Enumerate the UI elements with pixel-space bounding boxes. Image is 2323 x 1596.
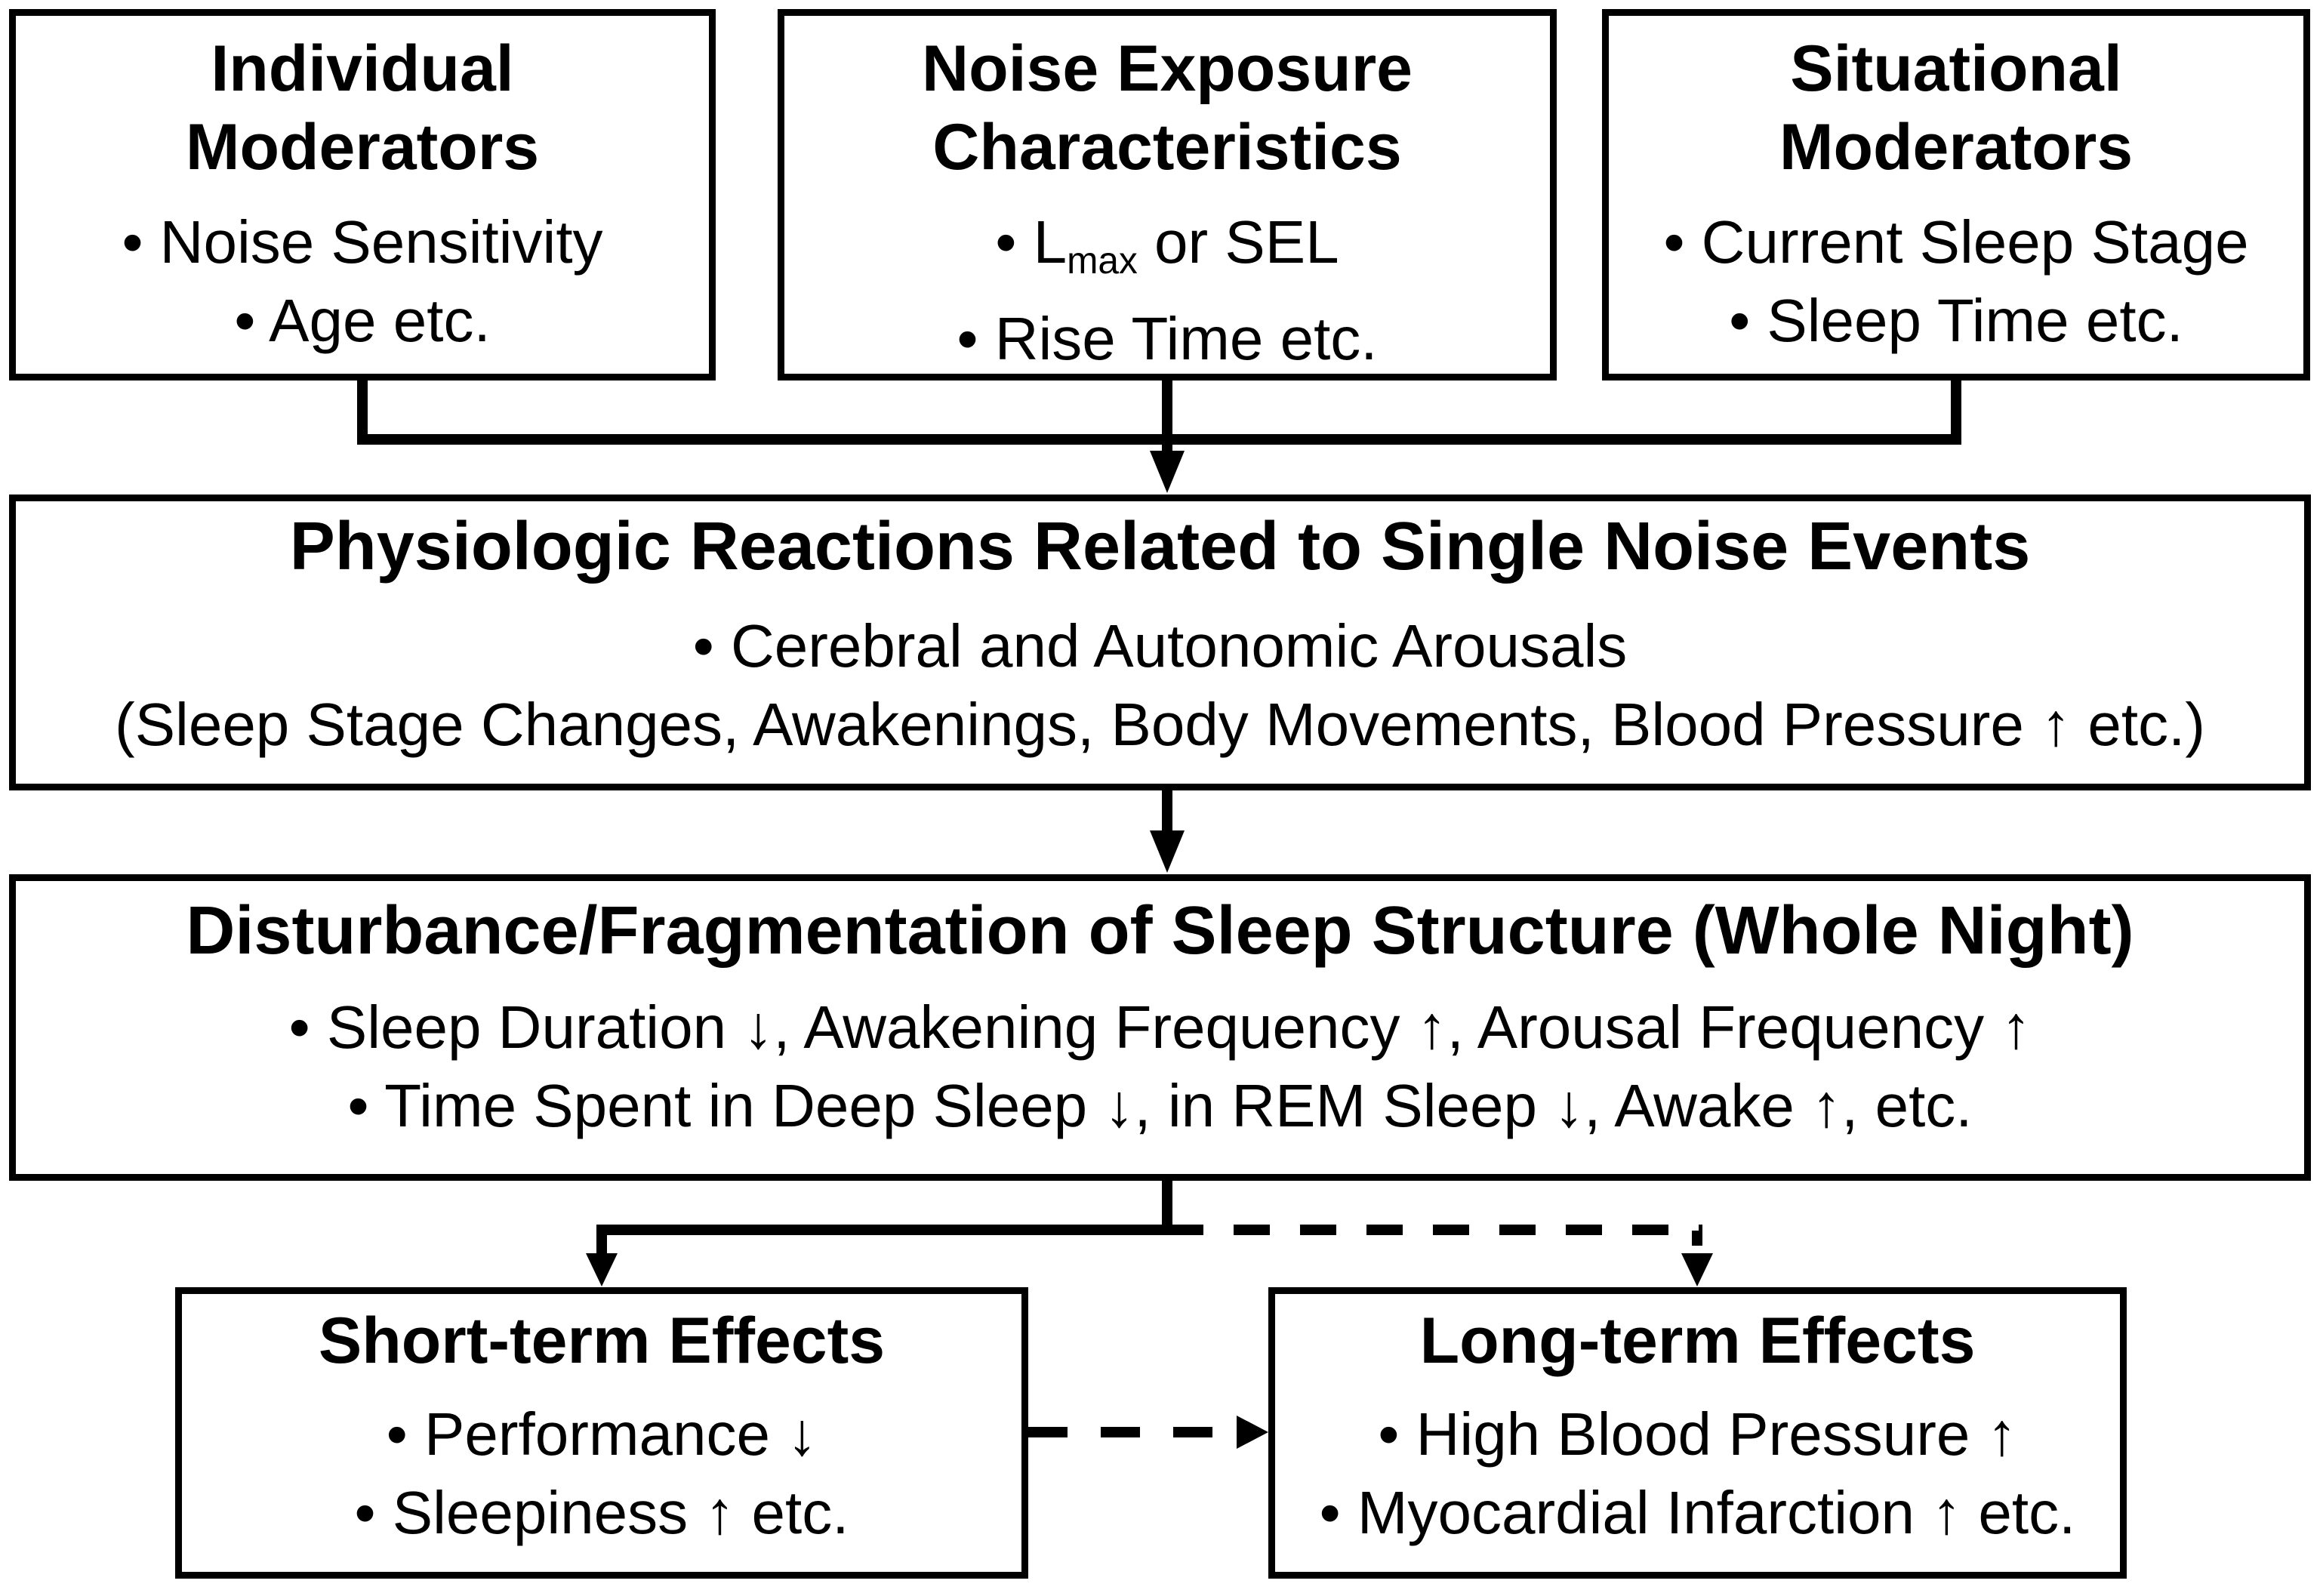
- box-long-term-effects: Long-term Effects • High Blood Pressure …: [1268, 1287, 2127, 1579]
- box-individual-moderators: Individual Moderators • Noise Sensitivit…: [9, 9, 716, 381]
- box-short-term-effects: Short-term Effects • Performance ↓ • Sle…: [175, 1287, 1028, 1579]
- bullet-item: • Myocardial Infarction ↑ etc.: [1319, 1479, 2076, 1546]
- situational-moderators-bullets: • Current Sleep Stage • Sleep Time etc.: [1609, 203, 2303, 360]
- bullet-item: • Time Spent in Deep Sleep ↓, in REM Sle…: [347, 1072, 1973, 1139]
- connector-long-term-dashed-shaft: [1692, 1231, 1702, 1256]
- title-line: Noise Exposure: [922, 32, 1413, 105]
- arrowhead-to-disturbance: [1150, 830, 1185, 873]
- individual-moderators-bullets: • Noise Sensitivity • Age etc.: [16, 203, 709, 360]
- bullet-item: • Rise Time etc.: [957, 304, 1378, 372]
- individual-moderators-title: Individual Moderators: [16, 29, 709, 186]
- title-line: Individual: [211, 32, 514, 105]
- bullet-item: • Cerebral and Autonomic Arousals: [692, 612, 1628, 679]
- bullet-item-lmax-or-sel: • Lmax or SEL: [995, 208, 1339, 282]
- connector-short-to-long-dashed: [1028, 1427, 1238, 1437]
- noise-exposure-bullets: • Lmax or SEL • Rise Time etc.: [784, 203, 1550, 378]
- noise-exposure-title: Noise Exposure Characteristics: [784, 29, 1550, 186]
- connector-situational-stub: [1951, 377, 1961, 439]
- box-noise-exposure-characteristics: Noise Exposure Characteristics • Lmax or…: [778, 9, 1557, 381]
- connector-branch-dashed-bar: [1167, 1225, 1702, 1235]
- title-line: Moderators: [1779, 111, 2134, 183]
- connector-short-term-shaft: [596, 1225, 607, 1258]
- bullet-item: • High Blood Pressure ↑: [1378, 1400, 2017, 1468]
- arrowhead-to-physiologic: [1150, 451, 1185, 493]
- title-line: Characteristics: [932, 111, 1402, 183]
- box-situational-moderators: Situational Moderators • Current Sleep S…: [1602, 9, 2310, 381]
- connector-disturbance-stub: [1162, 1176, 1172, 1232]
- box-physiologic-reactions: Physiologic Reactions Related to Single …: [9, 495, 2311, 790]
- title-line: Situational: [1790, 32, 2122, 105]
- long-term-effects-bullets: • High Blood Pressure ↑ • Myocardial Inf…: [1275, 1395, 2120, 1552]
- bullet-item: • Sleep Time etc.: [1729, 287, 2183, 354]
- physiologic-reactions-title: Physiologic Reactions Related to Single …: [289, 509, 2031, 584]
- disturbance-bullets: • Sleep Duration ↓, Awakening Frequency …: [16, 988, 2304, 1145]
- short-term-effects-title: Short-term Effects: [318, 1305, 886, 1377]
- connector-branch-solid-bar: [596, 1225, 1167, 1235]
- connector-physiologic-to-disturbance-shaft: [1162, 787, 1172, 835]
- connector-converge-bar: [357, 434, 1961, 445]
- bullet-item: • Sleep Duration ↓, Awakening Frequency …: [288, 994, 2032, 1061]
- bullet-item: • Sleepiness ↑ etc.: [354, 1479, 849, 1546]
- arrowhead-short-to-long: [1237, 1416, 1268, 1449]
- long-term-effects-title: Long-term Effects: [1419, 1305, 1976, 1377]
- bullet-item-parenthetical: (Sleep Stage Changes, Awakenings, Body M…: [115, 691, 2205, 758]
- short-term-effects-bullets: • Performance ↓ • Sleepiness ↑ etc.: [182, 1395, 1021, 1552]
- bullet-item: • Current Sleep Stage: [1663, 208, 2249, 276]
- arrowhead-to-long-term: [1681, 1253, 1713, 1286]
- box-sleep-disturbance-fragmentation: Disturbance/Fragmentation of Sleep Struc…: [9, 874, 2311, 1181]
- bullet-item: • Noise Sensitivity: [122, 208, 603, 276]
- connector-noise-stub: [1162, 377, 1172, 453]
- physiologic-reactions-bullets: • Cerebral and Autonomic Arousals (Sleep…: [16, 607, 2304, 764]
- bullet-item: • Age etc.: [234, 287, 491, 354]
- bullet-item: • Performance ↓: [386, 1400, 818, 1468]
- connector-individual-stub: [357, 377, 368, 439]
- lmax-subscript: max: [1067, 239, 1138, 282]
- title-line: Moderators: [185, 111, 540, 183]
- situational-moderators-title: Situational Moderators: [1609, 29, 2303, 186]
- arrowhead-to-short-term: [586, 1253, 618, 1286]
- disturbance-title: Disturbance/Fragmentation of Sleep Struc…: [186, 893, 2134, 969]
